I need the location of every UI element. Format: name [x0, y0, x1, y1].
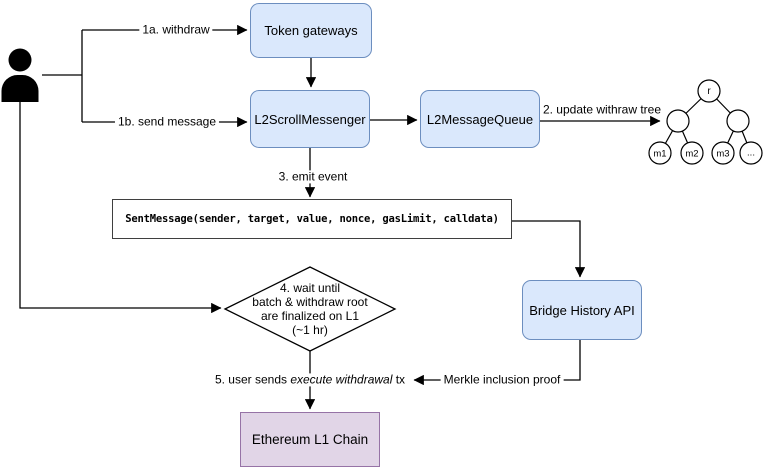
edge-label-3-emit-event: 3. emit event	[275, 170, 351, 184]
execute-label-prefix: 5. user sends	[214, 372, 291, 387]
wait-line-1: 4. wait until	[279, 280, 341, 295]
merkle-tree-icon	[648, 79, 763, 165]
tree-node-m2-label: m2	[685, 148, 699, 160]
edge-event-to-bridge-api	[512, 220, 586, 278]
node-bridge-history-api: Bridge History API	[522, 280, 642, 340]
edge-label-5-execute-withdrawal-tx: 5. user sends execute withdrawal tx	[211, 372, 409, 387]
node-token-gateways: Token gateways	[250, 3, 372, 58]
user-icon	[1, 48, 39, 102]
tree-node-ellipsis-label: ...	[747, 147, 755, 159]
tree-node-m3-label: m3	[716, 148, 730, 160]
wait-line-3: are finalized on L1	[260, 309, 360, 323]
node-ethereum-l1-chain: Ethereum L1 Chain	[240, 412, 380, 467]
wait-line-2: batch & withdraw root	[252, 294, 368, 309]
edge-label-2-update-withraw-tree: 2. update withraw tree	[542, 102, 662, 117]
edge-label-1a-withdraw: 1a. withdraw	[139, 23, 213, 37]
wait-line-4: (~1 hr)	[292, 323, 328, 338]
edge-label-1b-send-message: 1b. send message	[114, 115, 220, 129]
node-sent-message-event: SentMessage(sender, target, value, nonce…	[112, 199, 512, 239]
execute-label-suffix: tx	[392, 372, 406, 387]
wait-diamond-label: 4. wait until batch & withdraw root are …	[235, 273, 385, 345]
wait-diamond-shape	[223, 266, 397, 352]
tree-node-root-label: r	[707, 86, 711, 97]
edge-label-merkle-inclusion-proof: Merkle inclusion proof	[440, 373, 564, 387]
node-l2-scroll-messenger: L2ScrollMessenger	[250, 90, 370, 148]
edge-user-to-wait	[19, 102, 222, 314]
node-l2-message-queue: L2MessageQueue	[420, 90, 540, 148]
tree-node-m1-label: m1	[653, 148, 667, 160]
execute-label-italic: execute withdrawal	[290, 372, 393, 387]
